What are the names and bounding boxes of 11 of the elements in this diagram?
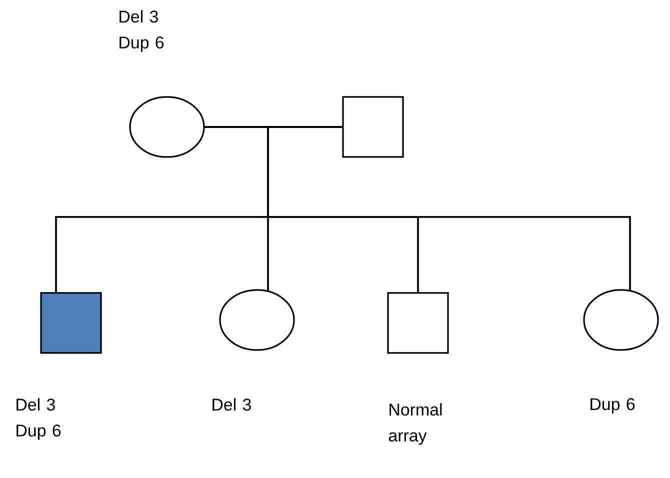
male-square [40, 292, 102, 354]
female-circle [219, 289, 295, 351]
female-circle [583, 289, 659, 351]
genotype-label: Del 3 Dup 6 [120, 10, 164, 52]
female-circle [129, 96, 205, 158]
genotype-label: Dup 6 [590, 398, 635, 414]
genotype-label: Del 3 Dup 6 [16, 398, 61, 440]
genotype-label: Normal array [388, 403, 442, 445]
male-square [342, 96, 404, 158]
male-square [387, 292, 449, 354]
genotype-label: Del 3 [212, 398, 251, 411]
